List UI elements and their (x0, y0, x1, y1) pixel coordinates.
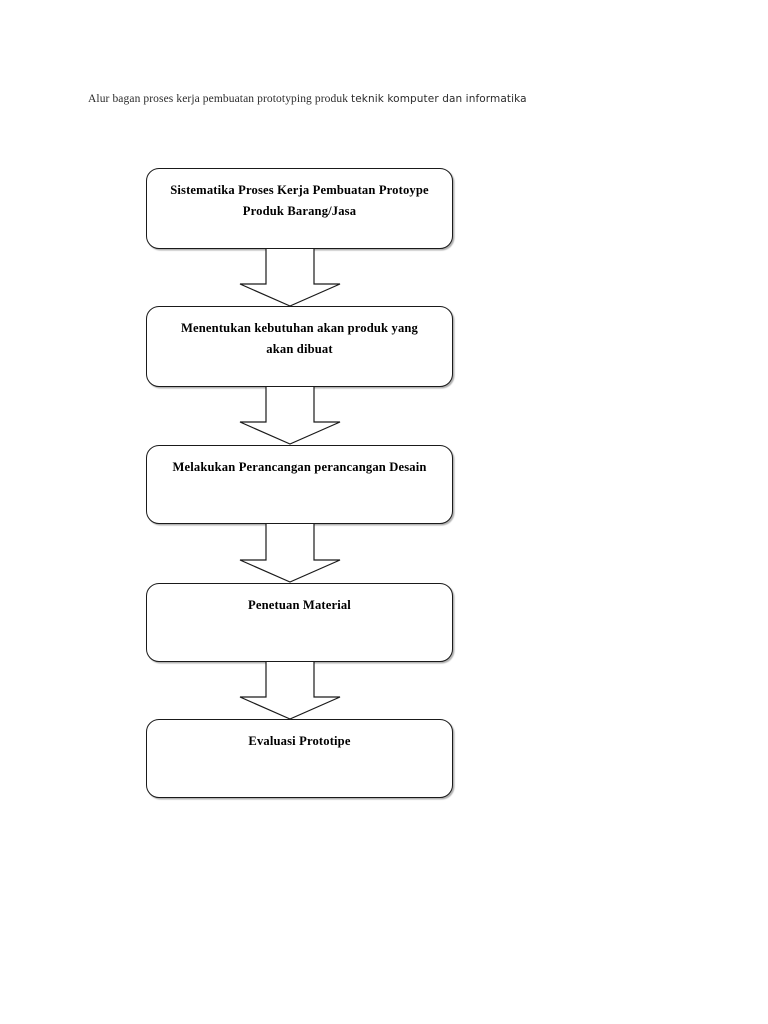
flow-node-4: Penetuan Material (146, 583, 453, 662)
flow-node-5: Evaluasi Prototipe (146, 719, 453, 798)
flow-node-2-label-line-1: Menentukan kebutuhan akan produk yang (181, 321, 418, 335)
flow-node-1-label-line-1: Sistematika Proses Kerja Pembuatan Proto… (170, 183, 429, 197)
flow-connector-arrow-3 (238, 524, 342, 583)
flow-connector-arrow-1 (238, 249, 342, 307)
down-arrow-icon (239, 387, 341, 445)
down-arrow-icon (239, 662, 341, 720)
flow-node-2-label-line-2: akan dibuat (266, 342, 333, 356)
flow-node-4-label-line-1: Penetuan Material (248, 598, 351, 612)
flow-connector-arrow-4 (238, 662, 342, 720)
flow-node-5-label-line-1: Evaluasi Prototipe (248, 734, 351, 748)
flow-node-1: Sistematika Proses Kerja Pembuatan Proto… (146, 168, 453, 249)
flow-node-3: Melakukan Perancangan perancangan Desain (146, 445, 453, 524)
flow-node-3-label-line-1: Melakukan Perancangan perancangan Desain (172, 460, 427, 474)
flow-node-1-label-line-2: Produk Barang/Jasa (242, 204, 357, 218)
flow-connector-arrow-2 (238, 387, 342, 445)
down-arrow-icon (239, 249, 341, 307)
flowchart-caption: Alur bagan proses kerja pembuatan protot… (88, 92, 688, 107)
flow-node-2: Menentukan kebutuhan akan produk yang ak… (146, 306, 453, 387)
caption-segment-secondary: teknik komputer dan informatika (351, 93, 527, 105)
caption-segment-primary: Alur bagan proses kerja pembuatan protot… (88, 93, 352, 105)
down-arrow-icon (239, 524, 341, 583)
